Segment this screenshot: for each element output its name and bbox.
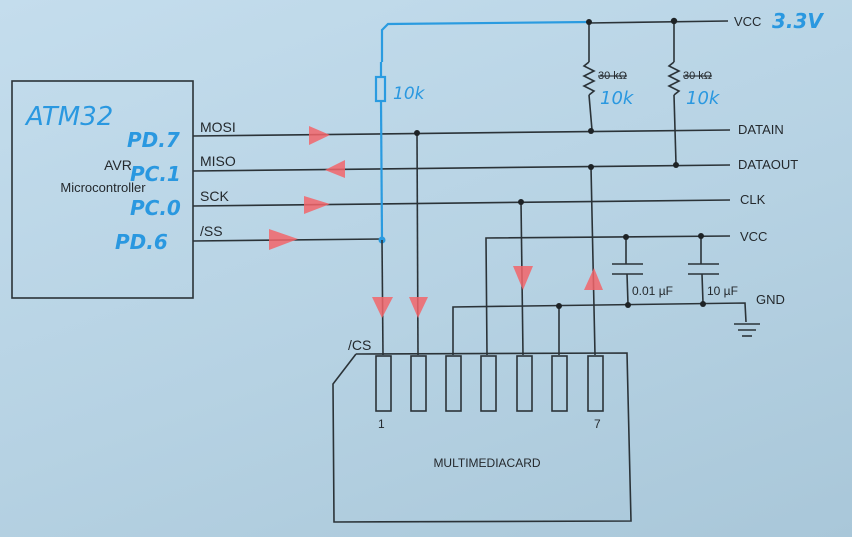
port-label-pc1: PC.1 bbox=[130, 162, 181, 186]
wire-vcc-top bbox=[587, 20, 729, 24]
pin-label-mosi: MOSI bbox=[200, 119, 236, 135]
port-label-pd7: PD.7 bbox=[127, 128, 180, 152]
wire-miso-dataout bbox=[192, 164, 731, 172]
rail-label-datain: DATAIN bbox=[738, 122, 784, 137]
card-outline bbox=[332, 352, 632, 523]
card-pin-5 bbox=[516, 355, 533, 412]
arrow-datain-down bbox=[409, 297, 428, 318]
resistor-2-handwritten: 10k bbox=[686, 88, 721, 109]
rail-label-clk: CLK bbox=[740, 192, 766, 207]
rail-handwritten-3v3: 3.3V bbox=[772, 9, 824, 33]
wire-mosi-datain bbox=[192, 129, 731, 137]
rail-label-vcc-top: VCC bbox=[734, 14, 761, 29]
resistor-blue-label: 10k bbox=[393, 84, 426, 104]
card-pin-7-label: 7 bbox=[594, 417, 601, 431]
resistor-1-printed: 30 kΩ bbox=[598, 70, 627, 82]
wire-cap2-bottom bbox=[701, 273, 704, 304]
mcu-handwritten-name: ATM32 bbox=[24, 102, 113, 132]
junction-vcc-cap1 bbox=[623, 234, 629, 240]
card-pin-1-label: 1 bbox=[378, 417, 385, 431]
mcu-label-avr: AVR bbox=[104, 157, 132, 173]
card-pin-2 bbox=[410, 355, 427, 412]
card-pins bbox=[375, 355, 604, 412]
resistor-2 bbox=[667, 61, 681, 96]
rail-label-vcc-mid: VCC bbox=[740, 229, 767, 244]
arrow-sck-right bbox=[304, 196, 330, 214]
wire-blue-vcc bbox=[380, 20, 591, 62]
port-label-pd6: PD.6 bbox=[115, 230, 168, 254]
mcu-label-microcontroller: Microcontroller bbox=[60, 180, 146, 195]
pin-label-sck: SCK bbox=[200, 188, 229, 204]
junction-datain-drop bbox=[414, 130, 420, 136]
arrow-clk-down bbox=[513, 266, 533, 290]
wire-dataout-drop bbox=[590, 166, 596, 356]
wire-cap1-bottom bbox=[626, 273, 629, 305]
junction-gnd-pin6 bbox=[556, 303, 562, 309]
arrow-cs-down bbox=[372, 297, 393, 318]
pin-label-ss: /SS bbox=[200, 223, 223, 239]
resistor-1-handwritten: 10k bbox=[600, 88, 635, 109]
mcu-box bbox=[11, 80, 194, 299]
junction-clk bbox=[518, 199, 524, 205]
rail-label-gnd: GND bbox=[756, 292, 785, 307]
junction-vcc-r2 bbox=[670, 17, 678, 25]
capacitor-1-label: 0.01 µF bbox=[632, 284, 673, 298]
wire-r2-bottom bbox=[673, 94, 677, 165]
arrow-miso-left bbox=[325, 160, 345, 178]
junction-dataout-card bbox=[588, 164, 594, 170]
junction-datain-r1 bbox=[588, 128, 594, 134]
capacitor-2-label: 10 µF bbox=[707, 284, 738, 298]
card-pin-1 bbox=[375, 355, 392, 412]
resistor-2-printed: 30 kΩ bbox=[683, 70, 712, 82]
junction-gnd-cap2 bbox=[700, 301, 706, 307]
rail-label-dataout: DATAOUT bbox=[738, 157, 798, 172]
wire-vcc-mid bbox=[485, 235, 731, 356]
junction-gnd-cap1 bbox=[625, 302, 631, 308]
wire-gnd bbox=[452, 302, 747, 355]
junction-dataout-r2 bbox=[673, 162, 679, 168]
port-label-pc0: PC.0 bbox=[130, 196, 181, 220]
card-pin-7 bbox=[587, 355, 604, 412]
arrow-mosi-right bbox=[309, 126, 330, 145]
card-cs-label: /CS bbox=[348, 337, 371, 353]
card-pin-4 bbox=[480, 355, 497, 412]
resistor-1 bbox=[582, 61, 596, 96]
arrow-dataout-up bbox=[584, 268, 603, 290]
resistor-blue-pullup bbox=[374, 75, 387, 103]
pin-label-miso: MISO bbox=[200, 153, 236, 169]
card-pin-3 bbox=[445, 355, 462, 412]
card-label: MULTIMEDIACARD bbox=[433, 456, 540, 470]
arrow-ss-right bbox=[269, 229, 298, 250]
wire-blue-cs-down bbox=[379, 100, 384, 240]
wire-sck-clk bbox=[192, 199, 731, 207]
card-pin-6 bbox=[551, 355, 568, 412]
junction-vcc-cap2 bbox=[698, 233, 704, 239]
wire-datain-drop bbox=[416, 132, 419, 356]
junction-vcc-r1 bbox=[586, 19, 592, 25]
wire-r1-bottom bbox=[588, 94, 593, 131]
